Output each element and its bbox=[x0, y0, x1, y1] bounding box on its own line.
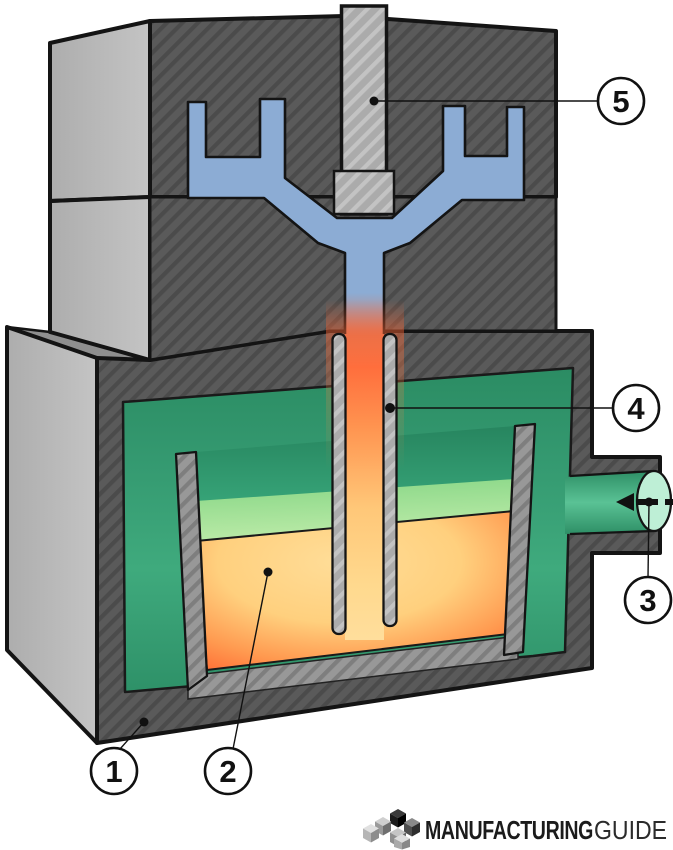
callout-4: 4 bbox=[385, 383, 661, 433]
callout-circle-2 bbox=[203, 746, 253, 796]
core-rod bbox=[332, 4, 396, 216]
anchor-dot-4 bbox=[385, 403, 395, 413]
arrow-anchor-dot bbox=[644, 497, 654, 507]
callout-number-1: 1 bbox=[105, 754, 122, 789]
die-parting-line bbox=[49, 196, 151, 203]
lower-die-left-face bbox=[48, 195, 152, 362]
callouts: 5 4 3 2 1 bbox=[89, 76, 673, 796]
callout-number-4: 4 bbox=[627, 391, 645, 426]
callout-1: 1 bbox=[89, 717, 149, 796]
anchor-dot-2 bbox=[263, 567, 273, 577]
crucible-left-wall bbox=[174, 450, 209, 692]
crucible-floor bbox=[187, 635, 519, 700]
cavity-fill bbox=[188, 99, 524, 305]
callout-3: 3 bbox=[623, 502, 673, 625]
anchor-dot-5 bbox=[369, 96, 379, 106]
crucible-right-wall bbox=[502, 422, 537, 657]
callout-number-5: 5 bbox=[612, 84, 629, 119]
riser-tube-right-wall bbox=[382, 332, 398, 628]
pipe-body bbox=[565, 471, 654, 534]
callout-number-2: 2 bbox=[219, 754, 236, 789]
riser-tube-left-wall bbox=[331, 332, 347, 636]
logo-text-bold: MANUFACTURING bbox=[425, 815, 593, 845]
gas-flow-arrow bbox=[616, 493, 673, 511]
logo-cubes-icon bbox=[363, 809, 420, 850]
callout-number-3: 3 bbox=[639, 583, 656, 618]
core-rod-boss bbox=[332, 169, 396, 216]
arrow-head bbox=[616, 493, 634, 511]
leader-line-1 bbox=[119, 721, 145, 750]
pipe-bottom-outline bbox=[569, 529, 655, 536]
callout-5: 5 bbox=[369, 76, 646, 126]
callout-circle-5 bbox=[596, 76, 646, 126]
pipe-top-outline bbox=[569, 469, 655, 478]
logo-text-light: GUIDE bbox=[594, 815, 667, 845]
leader-line-3 bbox=[647, 502, 650, 579]
mold-cavity bbox=[188, 99, 524, 305]
furnace-left-face bbox=[5, 325, 99, 745]
cavity-outline bbox=[186, 97, 526, 334]
callout-circle-4 bbox=[611, 383, 661, 433]
callout-circle-3 bbox=[623, 575, 673, 625]
anchor-dot-1 bbox=[139, 717, 149, 727]
upper-die-left-face bbox=[48, 19, 152, 203]
callout-circle-1 bbox=[89, 746, 139, 796]
callout-2: 2 bbox=[203, 567, 273, 796]
brand-logo: MANUFACTURING GUIDE bbox=[363, 809, 667, 850]
leader-line-2 bbox=[232, 571, 269, 750]
